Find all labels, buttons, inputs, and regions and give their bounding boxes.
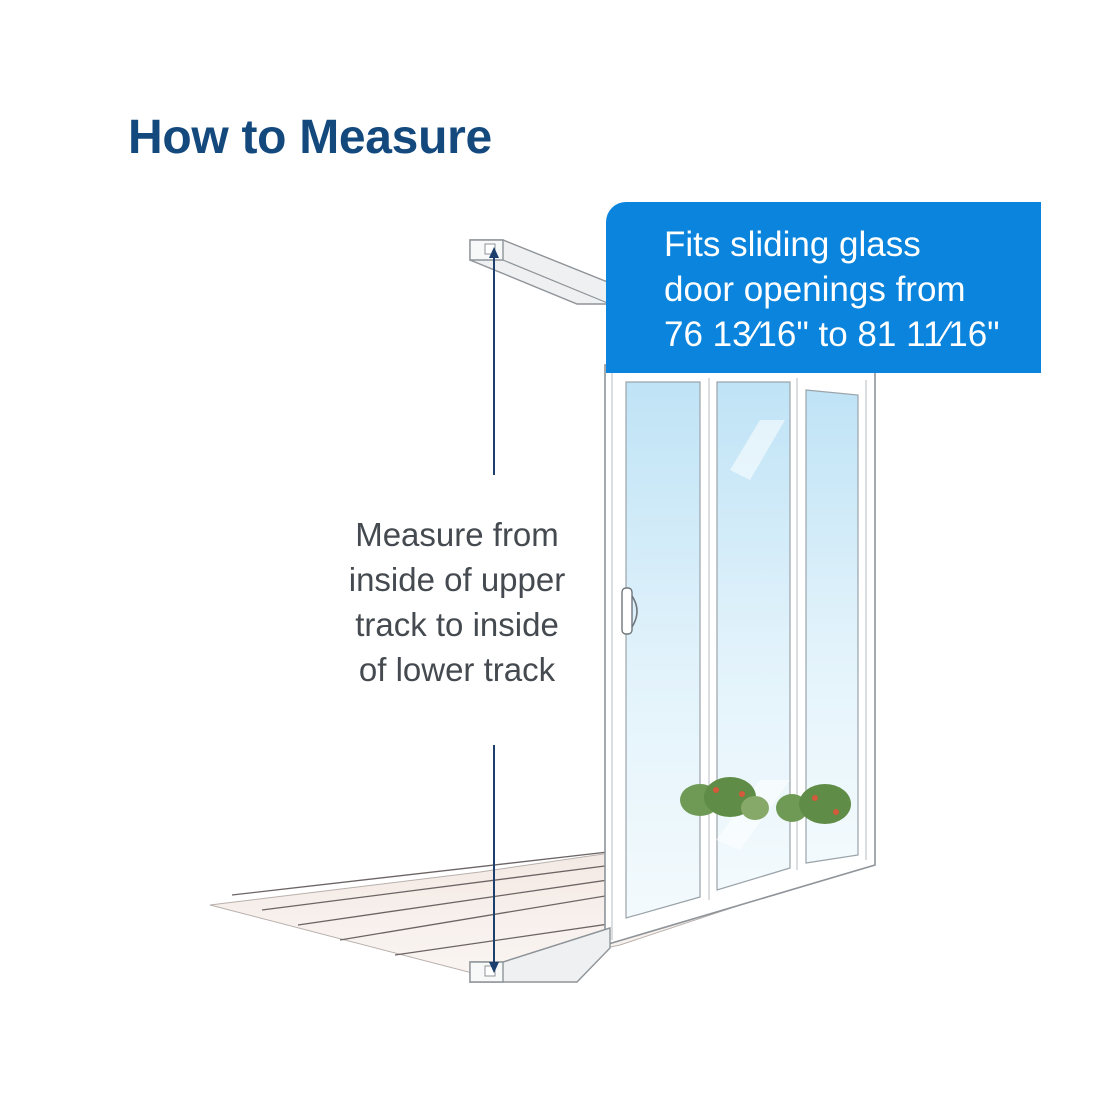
instruction-line: Measure from xyxy=(355,516,559,553)
shrub-illustration xyxy=(680,777,851,824)
size-callout: Fits sliding glass door openings from 76… xyxy=(606,202,1041,373)
sliding-glass-door-illustration xyxy=(604,364,876,947)
callout-line: 76 13⁄16" to 81 11⁄16" xyxy=(664,315,1000,354)
instruction-line: track to inside xyxy=(355,606,559,643)
callout-line: door openings from xyxy=(664,270,966,309)
arrow-up-icon xyxy=(489,247,499,258)
door-handle xyxy=(621,587,638,635)
instruction-line: of lower track xyxy=(358,651,556,688)
measure-instruction: Measure from inside of upper track to in… xyxy=(318,512,596,692)
page-title: How to Measure xyxy=(128,111,492,164)
arrow-down-icon xyxy=(489,962,499,973)
measurement-arrow xyxy=(489,247,499,973)
callout-line: Fits sliding glass xyxy=(664,225,921,264)
instruction-line: inside of upper xyxy=(348,561,566,598)
upper-track-illustration xyxy=(469,239,611,305)
